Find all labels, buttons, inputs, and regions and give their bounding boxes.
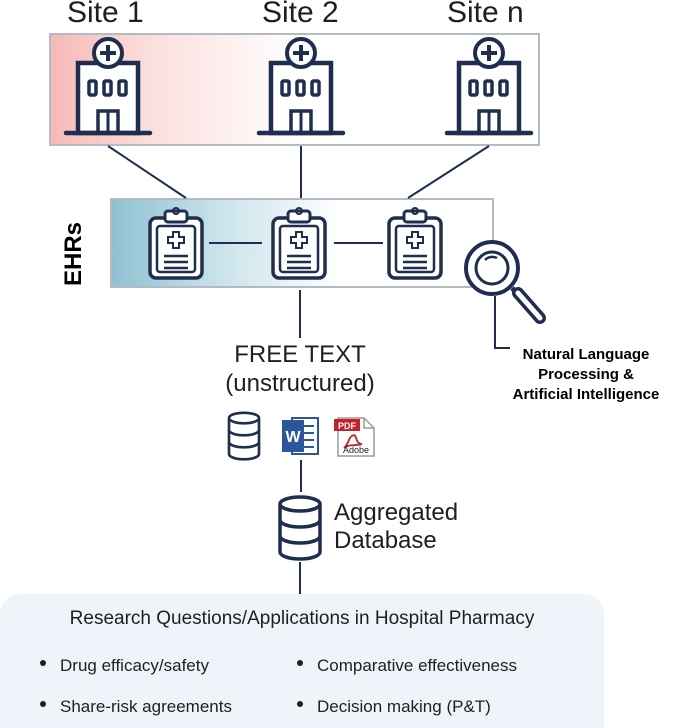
site-2-label: Site 2 (262, 0, 339, 29)
magnifier-icon (464, 240, 546, 324)
site-1-label: Site 1 (67, 0, 144, 29)
free-text-line-1: FREE TEXT (234, 341, 366, 368)
bullet-text: Comparative effectiveness (317, 656, 518, 675)
bullet-dot (40, 701, 46, 707)
nlp-line-3: Artificial Intelligence (512, 386, 660, 403)
bullet-item: Decision making (P&T) (297, 697, 491, 717)
bullet-text: Share-risk agreements (60, 697, 232, 716)
bullet-item: Drug efficacy/safety (40, 656, 209, 676)
connector-site-1 (107, 145, 187, 199)
clipboard-icon-2 (271, 206, 327, 280)
hospital-icon-site-n (447, 39, 531, 133)
clipboard-icon-1 (148, 206, 204, 280)
adobe-label: Adobe (343, 445, 369, 455)
aggregated-database-label: Aggregated Database (334, 499, 458, 555)
database-small-icon (227, 411, 261, 461)
site-n-label: Site n (447, 0, 524, 29)
bullet-text: Drug efficacy/safety (60, 656, 209, 675)
word-document-icon: W (282, 417, 319, 455)
nlp-line-2: Processing & (538, 366, 634, 383)
bullet-dot (297, 701, 303, 707)
pdf-document-icon: PDF Adobe (334, 417, 375, 457)
free-text-line-2: (unstructured) (225, 370, 375, 397)
nlp-connector (494, 296, 510, 349)
free-text-label: FREE TEXT (unstructured) (200, 340, 400, 398)
hospital-icon-site-2 (259, 39, 343, 133)
aggregated-line-2: Database (334, 527, 437, 554)
bullet-item: Share-risk agreements (40, 697, 232, 717)
aggregated-line-1: Aggregated (334, 499, 459, 526)
pdf-badge: PDF (338, 421, 357, 431)
bullet-text: Decision making (P&T) (317, 697, 491, 716)
hospital-icon-site-1 (66, 39, 150, 133)
aggregated-database-icon (278, 495, 322, 561)
connector-site-n (407, 145, 490, 199)
bullet-item: Comparative effectiveness (297, 656, 517, 676)
clipboard-icon-3 (387, 206, 443, 280)
nlp-label: Natural Language Processing & Artificial… (486, 345, 685, 405)
nlp-line-1: Natural Language (522, 346, 650, 363)
bullet-dot (297, 660, 303, 666)
research-title: Research Questions/Applications in Hospi… (69, 608, 535, 629)
bullet-dot (40, 660, 46, 666)
word-letter: W (285, 429, 301, 446)
